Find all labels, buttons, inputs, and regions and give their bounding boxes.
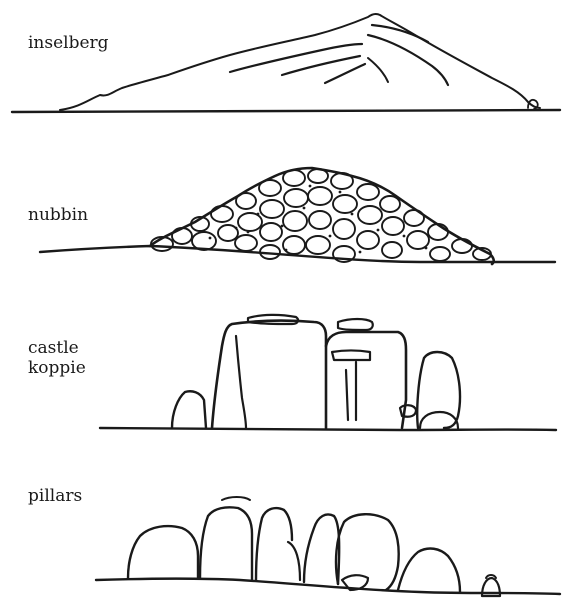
castle-small-stone [400,405,416,417]
inselberg-joint-6 [368,58,388,82]
castle-right-tower [326,332,406,428]
inselberg-profile [60,14,540,110]
castle-koppie-drawing [100,315,556,430]
inselberg-joint-3 [325,64,365,83]
castle-cap-right [338,319,373,330]
pillar-3-split [288,542,300,580]
pillars-ground-line [96,579,560,595]
pillar-2 [200,507,252,580]
castle-right-tower-joint [346,362,356,420]
inselberg-joint-1 [230,44,362,72]
inselberg-drawing [12,14,560,112]
inselberg-ground-line [12,110,560,112]
castle-main-split [236,336,246,428]
nubbin-drawing [40,168,555,264]
castle-ground-line [100,428,556,430]
pillar-6 [398,549,460,592]
inselberg-joint-4 [368,35,448,85]
castle-main-block [212,321,326,428]
pillars-drawing [96,497,560,596]
pillar-3 [256,508,292,580]
castle-right-tower-ledge [332,351,370,361]
pillar-1 [128,526,198,578]
castle-left-block [172,391,206,428]
pillar-4 [304,515,339,585]
pillar-2-cap [222,497,250,500]
